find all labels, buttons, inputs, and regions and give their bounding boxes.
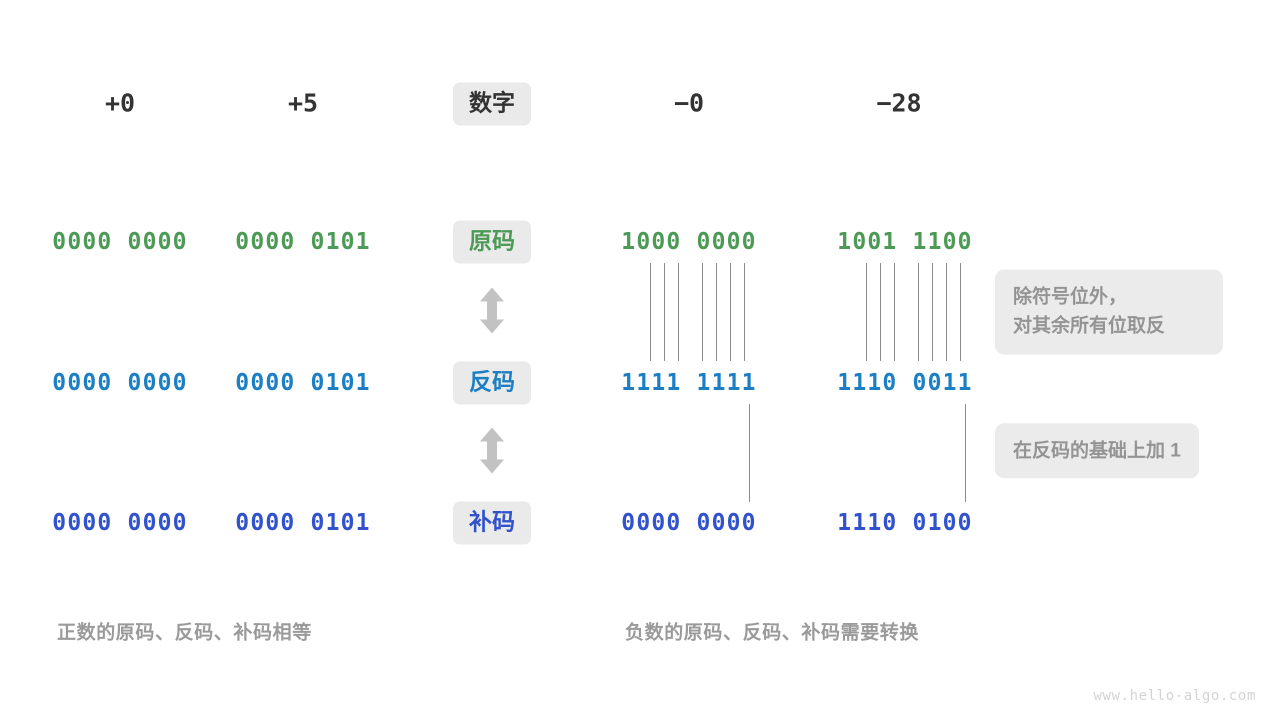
ones-complement-minus-twentyeight: 1110 0011	[837, 370, 973, 396]
connector-line	[749, 404, 750, 502]
sign-magnitude-plus-five: 0000 0101	[235, 229, 371, 255]
connector-line	[918, 263, 919, 361]
row-badge-twos-complement: 补码	[453, 501, 531, 545]
caption-negative-numbers: 负数的原码、反码、补码需要转换	[625, 622, 920, 644]
connector-line	[965, 404, 966, 502]
note-add-one-to-ones-complement: 在反码的基础上加 1	[995, 423, 1199, 479]
connector-line	[702, 263, 703, 361]
row-badge-ones-complement: 反码	[453, 361, 531, 405]
connector-line	[730, 263, 731, 361]
connector-line	[678, 263, 679, 361]
sign-magnitude-minus-twentyeight: 1001 1100	[837, 229, 973, 255]
connector-line	[894, 263, 895, 361]
note-invert-non-sign-bits: 除符号位外， 对其余所有位取反	[995, 269, 1223, 355]
column-header-plus-five: +5	[287, 88, 319, 118]
connector-line	[960, 263, 961, 361]
twos-complement-plus-five: 0000 0101	[235, 510, 371, 536]
row-badge-number: 数字	[453, 82, 531, 126]
watermark: www.hello-algo.com	[1093, 688, 1256, 704]
connector-line	[716, 263, 717, 361]
connector-line	[946, 263, 947, 361]
connector-line	[932, 263, 933, 361]
note-line: 对其余所有位取反	[1013, 316, 1166, 337]
ones-complement-plus-zero: 0000 0000	[52, 370, 188, 396]
twos-complement-plus-zero: 0000 0000	[52, 510, 188, 536]
double-vertical-arrow-icon-sign-to-ones	[478, 287, 506, 339]
caption-positive-numbers: 正数的原码、反码、补码相等	[57, 622, 312, 644]
connector-line	[880, 263, 881, 361]
sign-magnitude-minus-zero: 1000 0000	[621, 229, 757, 255]
note-line: 除符号位外，	[1013, 286, 1128, 308]
connector-line	[744, 263, 745, 361]
ones-complement-plus-five: 0000 0101	[235, 370, 371, 396]
double-vertical-arrow-icon-ones-to-twos	[478, 427, 506, 479]
column-header-minus-twentyeight: −28	[876, 88, 922, 118]
row-badge-sign-magnitude: 原码	[453, 220, 531, 264]
sign-magnitude-plus-zero: 0000 0000	[52, 229, 188, 255]
connector-line	[650, 263, 651, 361]
ones-complement-minus-zero: 1111 1111	[621, 370, 757, 396]
twos-complement-minus-twentyeight: 1110 0100	[837, 510, 973, 536]
column-header-minus-zero: −0	[673, 88, 705, 118]
column-header-plus-zero: +0	[104, 88, 136, 118]
connector-line	[866, 263, 867, 361]
connector-line	[664, 263, 665, 361]
twos-complement-minus-zero: 0000 0000	[621, 510, 757, 536]
note-line: 在反码的基础上加 1	[1013, 440, 1181, 462]
